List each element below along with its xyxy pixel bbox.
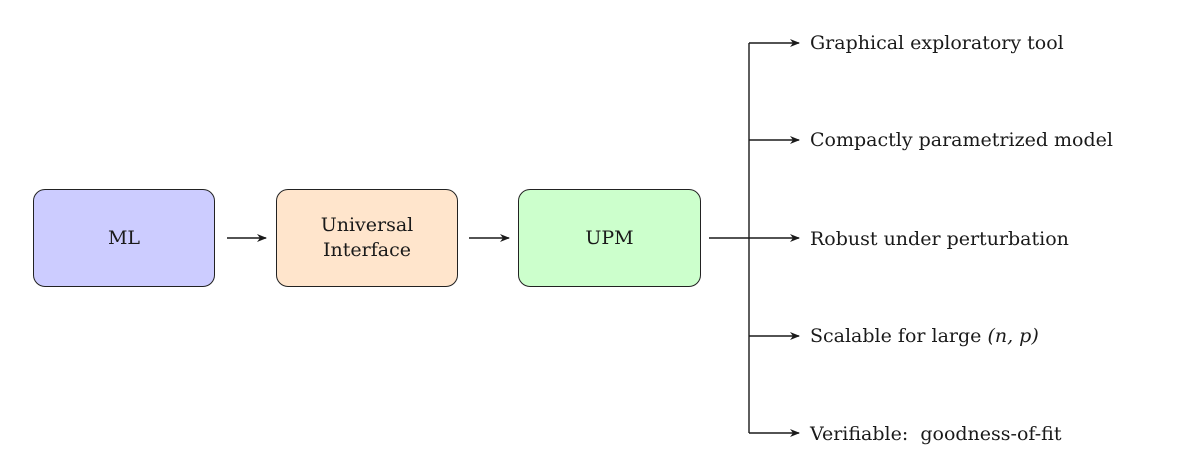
universal-interface-node: Universal Interface [276, 189, 458, 287]
output-verifiable-goodness-of-fit: Verifiable: goodness-of-fit [810, 423, 1062, 445]
upm-node: UPM [518, 189, 701, 287]
output-scalable-for-large: Scalable for large (n, p) [810, 327, 1039, 346]
upm-node-label: UPM [585, 226, 634, 249]
output-robust-under-perturbation: Robust under perturbation [810, 228, 1069, 250]
universal-interface-node-text: Universal Interface [321, 213, 414, 262]
output-scalable-text: Scalable for large [810, 325, 988, 347]
universal-interface-label-line-1: Universal [320, 214, 414, 237]
ml-node-label: ML [107, 226, 141, 249]
universal-interface-label-line-2: Interface [323, 239, 411, 261]
output-compactly-parametrized-model: Compactly parametrized model [810, 129, 1113, 151]
ml-node: ML [33, 189, 215, 287]
upm-node-text: UPM [585, 226, 633, 251]
output-scalable-math: (n, p) [987, 325, 1039, 347]
ml-node-text: ML [108, 226, 140, 251]
output-graphical-exploratory-tool: Graphical exploratory tool [810, 32, 1064, 54]
